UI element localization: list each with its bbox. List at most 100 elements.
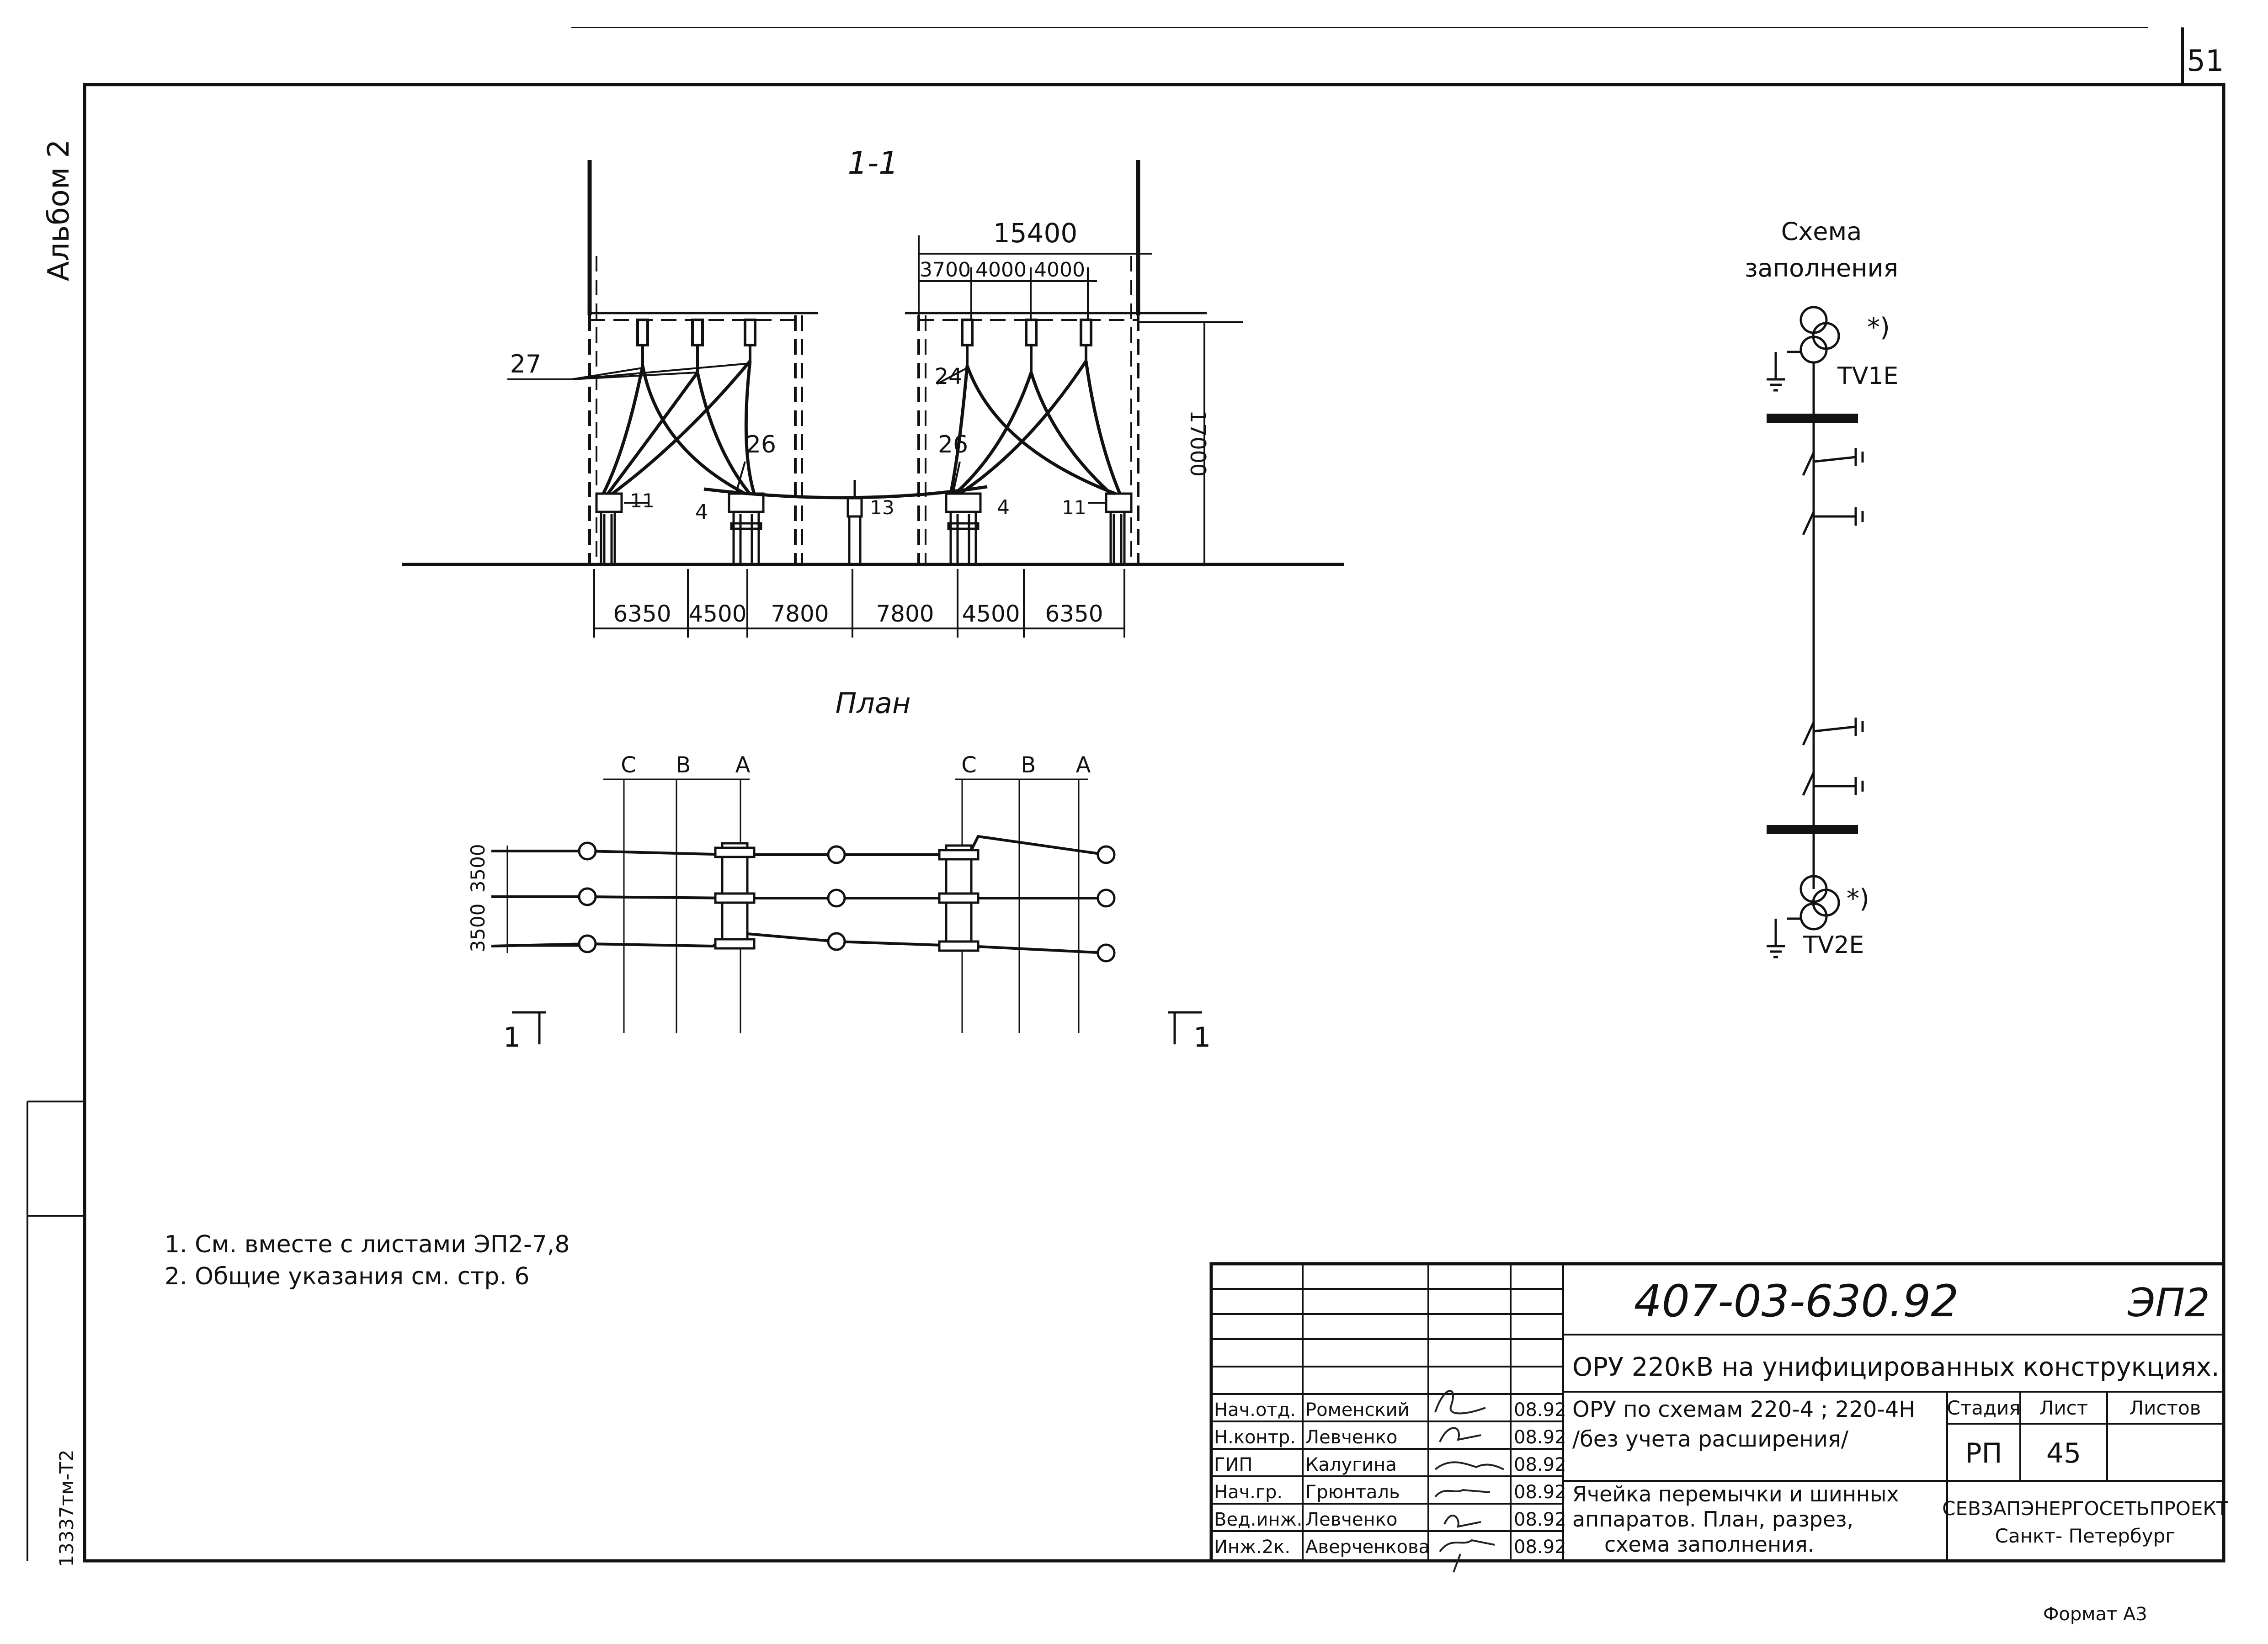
bottom-dim-2: 4500 xyxy=(688,601,746,627)
staff-date: 08.92 xyxy=(1514,1482,1566,1503)
drawing-title-line-3: схема заполнения. xyxy=(1604,1532,1814,1557)
middle-support xyxy=(847,480,863,566)
cut-mark-right: 1 xyxy=(1193,1022,1211,1053)
drawing-title-line-2: аппаратов. План, разрез, xyxy=(1572,1507,1853,1532)
staff-name: Аверченкова xyxy=(1305,1537,1430,1558)
left-phase-c: С xyxy=(621,752,636,778)
voltage-transformer-top xyxy=(1767,306,1840,414)
staff-role: Нач.гр. xyxy=(1214,1482,1283,1503)
staff-name: Калугина xyxy=(1305,1454,1397,1475)
top-busbar xyxy=(1767,414,1858,423)
note-2: 2. Общие указания см. стр. 6 xyxy=(165,1263,530,1290)
single-line-scheme: Схема заполнения *) TV1E xyxy=(1745,217,1898,959)
callout-4-left: 4 xyxy=(695,500,708,524)
plan-dim-lines xyxy=(500,846,590,953)
format-label: Формат А3 xyxy=(2043,1604,2147,1625)
left-phase-b: В xyxy=(676,752,691,778)
callout-13: 13 xyxy=(870,496,894,519)
scheme-title-2: заполнения xyxy=(1745,254,1898,282)
right-phase-b: В xyxy=(1021,752,1036,778)
right-phase-c: С xyxy=(961,752,977,778)
callout-leaders xyxy=(507,362,1106,504)
bottom-dim-1: 6350 xyxy=(613,601,671,627)
staff-row-5: Вед.инж. Левченко 08.92 xyxy=(1214,1509,1566,1530)
plan-title: План xyxy=(836,686,911,720)
staff-row-6: Инж.2к. Аверченкова 08.92 xyxy=(1214,1537,1566,1558)
voltage-transformer-bottom xyxy=(1767,875,1840,958)
top-dimension-lines xyxy=(918,235,1152,320)
staff-name: Грюнталь xyxy=(1305,1482,1400,1503)
inventory-number: 13337тм-Т2 xyxy=(55,1449,78,1567)
sheet-value: 45 xyxy=(2046,1437,2081,1469)
staff-role: Н.контр. xyxy=(1214,1427,1296,1448)
staff-date: 08.92 xyxy=(1514,1537,1566,1558)
sheets-header: Листов xyxy=(2130,1397,2201,1419)
right-conductors xyxy=(949,360,1122,495)
staff-name: Левченко xyxy=(1305,1509,1397,1530)
signatures xyxy=(1434,1390,1504,1573)
right-apparatus xyxy=(945,492,1133,566)
sub-dimension-1: 3700 xyxy=(920,258,971,282)
staff-row-1: Нач.отд. Роменский 08.92 xyxy=(1214,1399,1566,1421)
drawing-title-line-1: Ячейка перемычки и шинных xyxy=(1572,1482,1899,1506)
plan-cut-marks xyxy=(512,1011,1202,1044)
section-title: 1-1 xyxy=(847,145,898,181)
staff-date: 08.92 xyxy=(1514,1399,1566,1421)
height-dimension-line xyxy=(1138,321,1243,565)
page-number: 51 xyxy=(2187,44,2224,78)
staff-row-4: Нач.гр. Грюнталь 08.92 xyxy=(1214,1482,1566,1503)
plan-phase-lines xyxy=(603,778,1088,1033)
disconnector-top xyxy=(1802,448,1864,536)
plan-side-dims: 3500 3500 xyxy=(467,844,489,952)
organization-line-1: СЕВЗАПЭНЕРГОСЕТЬПРОЕКТ xyxy=(1942,1497,2228,1520)
staff-date: 08.92 xyxy=(1514,1509,1566,1530)
stage-value: РП xyxy=(1965,1437,2002,1469)
left-conductors xyxy=(602,360,756,495)
side-dim-2: 3500 xyxy=(467,844,489,893)
left-apparatus xyxy=(595,492,765,566)
plan-view: План С В А С В А xyxy=(467,686,1211,1053)
title-block: 407-03-630.92 ЭП2 ОРУ 220кВ на унифициро… xyxy=(1209,1262,2228,1573)
disconnector-bottom xyxy=(1802,718,1864,796)
staff-role: Нач.отд. xyxy=(1214,1399,1296,1421)
staff-date: 08.92 xyxy=(1514,1454,1566,1475)
sheet-frame xyxy=(27,27,2225,1563)
scheme-title-1: Схема xyxy=(1781,217,1862,246)
sub-dimension-3: 4000 xyxy=(1034,258,1085,282)
stage-header: Стадия xyxy=(1947,1397,2020,1419)
subtitle-line-1: ОРУ по схемам 220-4 ; 220-4Н xyxy=(1572,1397,1915,1422)
right-insulator-strings xyxy=(961,319,1092,372)
staff-date: 08.92 xyxy=(1514,1427,1566,1448)
left-phase-a: А xyxy=(735,752,751,778)
organization-line-2: Санкт- Петербург xyxy=(1995,1525,2176,1547)
callout-11-right: 11 xyxy=(1062,496,1086,519)
staff-row-3: ГИП Калугина 08.92 xyxy=(1214,1454,1566,1475)
bottom-dim-6: 6350 xyxy=(1045,601,1103,627)
overall-dimension: 15400 xyxy=(993,218,1078,249)
staff-row-2: Н.контр. Левченко 08.92 xyxy=(1214,1427,1566,1448)
plan-apparatus xyxy=(714,842,980,952)
cut-mark-left: 1 xyxy=(503,1022,521,1053)
side-dim-1: 3500 xyxy=(467,904,489,952)
callout-11-left: 11 xyxy=(630,489,654,512)
tv-top-label: TV1E xyxy=(1837,362,1898,390)
note-1: 1. См. вместе с листами ЭП2-7,8 xyxy=(165,1231,570,1258)
callout-26-left: 26 xyxy=(746,431,776,458)
staff-role: ГИП xyxy=(1214,1454,1252,1475)
staff-name: Левченко xyxy=(1305,1427,1397,1448)
staff-name: Роменский xyxy=(1305,1399,1410,1421)
plan-supports xyxy=(578,841,1116,963)
bottom-dim-3: 7800 xyxy=(771,601,829,627)
subtitle-line-2: /без учета расширения/ xyxy=(1572,1426,1849,1452)
sheet-header: Лист xyxy=(2039,1397,2088,1419)
staff-role: Вед.инж. xyxy=(1214,1509,1302,1530)
callout-26-right: 26 xyxy=(938,431,968,458)
bottom-busbar xyxy=(1767,825,1858,834)
callout-4-right: 4 xyxy=(997,496,1010,519)
section-view: 1-1 xyxy=(402,145,1344,638)
height-dimension: 17000 xyxy=(1186,410,1210,477)
bottom-dim-4: 7800 xyxy=(876,601,934,627)
doc-code: 407-03-630.92 xyxy=(1634,1276,1959,1327)
callout-27: 27 xyxy=(510,350,542,378)
callout-24: 24 xyxy=(934,364,962,389)
